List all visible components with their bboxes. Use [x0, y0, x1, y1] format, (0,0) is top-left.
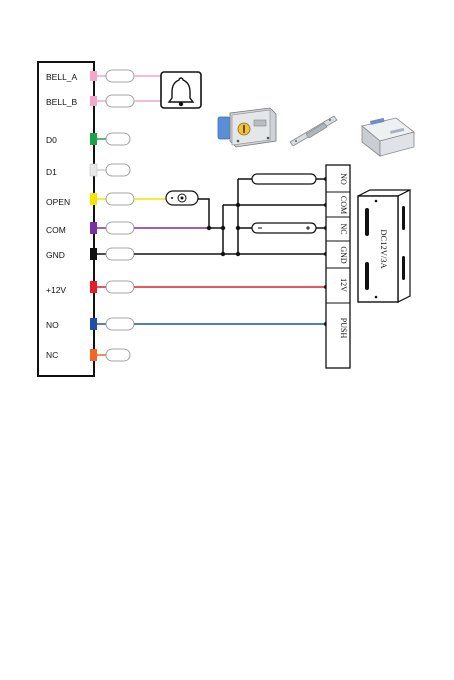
- connector-nc: [90, 349, 97, 361]
- capsule-d1: [106, 164, 130, 176]
- psu-terminal-label-12v: 12V: [339, 278, 348, 292]
- bell-icon: [161, 72, 201, 108]
- electric-strike-icon: [290, 116, 337, 146]
- power-supply-icon: [362, 118, 414, 156]
- terminal-label-12v: +12V: [46, 285, 66, 295]
- psu-terminal-label-no: NO: [339, 173, 348, 185]
- capsule-gnd: [106, 248, 134, 260]
- capsule-no: [106, 318, 134, 330]
- terminal-label-d1: D1: [46, 167, 57, 177]
- connector-d0: [90, 133, 97, 145]
- psu-terminal-label-push: PUSH: [339, 318, 348, 339]
- lock-no-circuit: [238, 174, 326, 184]
- terminal-label-gnd: GND: [46, 250, 65, 260]
- psu-terminal-label-nc: NC: [339, 223, 348, 234]
- connector-12v: [90, 281, 97, 293]
- junction-dots: [207, 177, 328, 326]
- capsule-nc: [106, 349, 130, 361]
- junction-bus: [209, 179, 326, 254]
- electric-lock-icon: [218, 108, 276, 147]
- lock-nc-circuit: [238, 223, 326, 233]
- exit-button-icon: [166, 191, 198, 205]
- terminal-label-com: COM: [46, 225, 66, 235]
- psu-terminal-label-com: COM: [339, 196, 348, 214]
- capsule-12v: [106, 281, 134, 293]
- terminal-label-nc: NC: [46, 350, 58, 360]
- connector-bell-a: [90, 71, 97, 81]
- connector-open: [90, 193, 97, 205]
- connector-com: [90, 222, 97, 234]
- terminal-label-bell-b: BELL_B: [46, 97, 78, 107]
- power-supply-rating-label: DC12V/3A: [379, 229, 389, 269]
- psu-terminal-label-gnd: GND: [339, 246, 348, 264]
- terminal-label-d0: D0: [46, 135, 57, 145]
- connector-no: [90, 318, 97, 330]
- terminal-label-open: OPEN: [46, 197, 70, 207]
- connector-gnd: [90, 248, 97, 260]
- connector-bell-b: [90, 96, 97, 106]
- capsule-open: [106, 193, 134, 205]
- power-supply-box: DC12V/3A: [358, 190, 410, 302]
- capsule-com: [106, 222, 134, 234]
- terminal-connectors: [90, 70, 134, 361]
- capsule-bell-a: [106, 70, 134, 82]
- wire-exit-button-out: [198, 199, 209, 228]
- capsule-d0: [106, 133, 130, 145]
- power-supply-terminal-strip: NO COM NC GND 12V PUSH: [326, 165, 350, 368]
- terminal-label-no: NO: [46, 320, 59, 330]
- connector-d1: [90, 164, 97, 176]
- terminal-label-bell-a: BELL_A: [46, 72, 78, 82]
- capsule-bell-b: [106, 95, 134, 107]
